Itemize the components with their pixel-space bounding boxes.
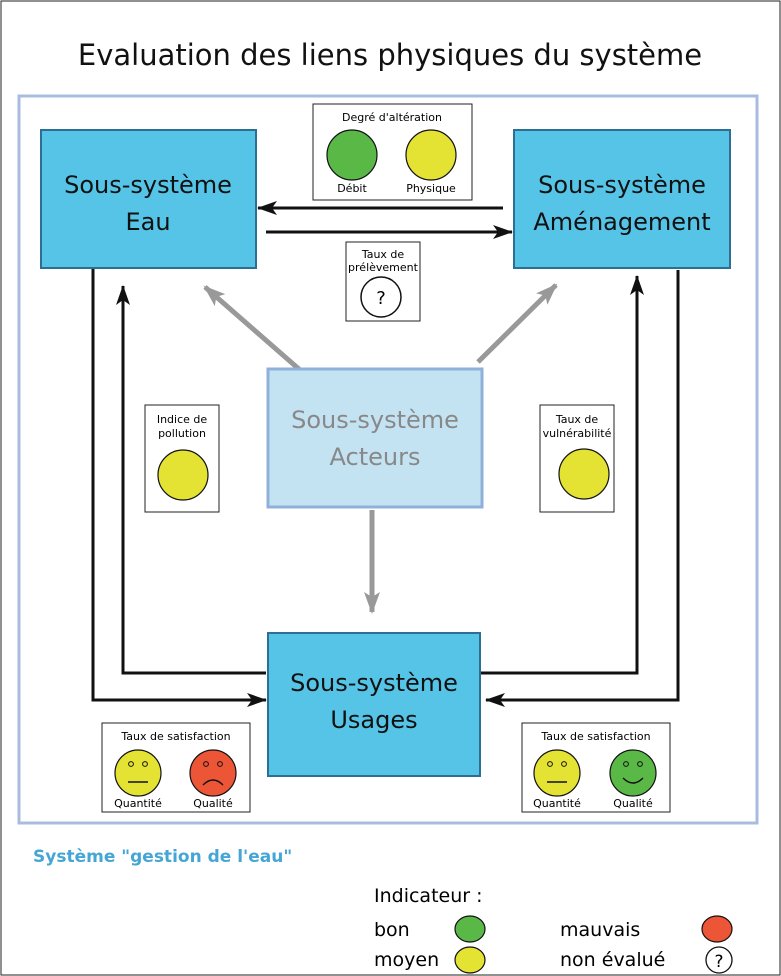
satisfaction-right-title: Taux de satisfaction xyxy=(540,730,650,743)
satisfaction-right-qualite-label: Qualité xyxy=(613,797,653,810)
vulnerabilite-line2: vulnérabilité xyxy=(543,427,612,440)
subsystem-acteurs-line1: Sous-système xyxy=(291,406,459,434)
legend-mauvais-swatch xyxy=(701,915,733,943)
subsystem-acteurs: Sous-système Acteurs xyxy=(266,367,484,509)
pollution-line1: Indice de xyxy=(157,413,208,426)
legend-mauvais-label: mauvais xyxy=(560,919,640,941)
subsystem-usages: Sous-système Usages xyxy=(267,632,481,777)
arrow-amenagement-to-usages xyxy=(485,270,680,707)
satisfaction-left-qualite-sad-face-icon xyxy=(189,749,237,797)
satisfaction-left-qualite-label: Qualité xyxy=(193,797,233,810)
satisfaction-right-quantite-label: Quantité xyxy=(533,797,581,810)
legend-bon-label: bon xyxy=(374,919,410,941)
alteration-debit-indicator xyxy=(326,129,378,181)
alteration-physique-indicator xyxy=(405,129,457,181)
alteration-physique-label: Physique xyxy=(406,182,456,195)
indicator-satisfaction-left: Taux de satisfaction Quantité Qualité xyxy=(101,722,251,813)
legend-moyen-swatch xyxy=(454,946,486,974)
arrow-acteurs-to-eau xyxy=(203,285,302,372)
alteration-debit-label: Débit xyxy=(337,182,367,195)
subsystem-usages-line1: Sous-système xyxy=(290,669,458,697)
vulnerabilite-indicator xyxy=(558,448,610,500)
prelevement-symbol: ? xyxy=(376,288,386,309)
subsystem-usages-line2: Usages xyxy=(330,706,417,734)
indicator-satisfaction-right: Taux de satisfaction Quantité Qualité xyxy=(521,722,671,813)
satisfaction-right-quantite-neutral-face-icon xyxy=(533,749,581,797)
prelevement-indicator xyxy=(360,276,402,318)
arrow-eau-to-usages xyxy=(91,268,267,707)
indicator-prelevement: Taux de prélèvement ? xyxy=(345,241,421,322)
legend-non-evalue-label: non évalué xyxy=(560,949,665,971)
subsystem-acteurs-line2: Acteurs xyxy=(330,443,421,471)
subsystem-amenagement-line2: Aménagement xyxy=(533,208,710,236)
satisfaction-left-quantite-neutral-face-icon xyxy=(114,749,162,797)
arrow-usages-to-amenagement xyxy=(478,275,644,675)
indicator-alteration: Degré d'altération Débit Physique xyxy=(312,103,473,201)
legend: Indicateur : bon mauvais moyen non évalu… xyxy=(374,885,733,974)
subsystem-eau: Sous-système Eau xyxy=(40,129,257,269)
subsystem-eau-line1: Sous-système xyxy=(64,171,232,199)
subsystem-amenagement: Sous-système Aménagement xyxy=(513,129,731,269)
pollution-indicator xyxy=(157,449,209,501)
prelevement-line1: Taux de xyxy=(361,248,405,261)
subsystem-amenagement-line1: Sous-système xyxy=(538,171,706,199)
system-boundary xyxy=(17,94,759,825)
satisfaction-left-quantite-label: Quantité xyxy=(114,797,162,810)
legend-title: Indicateur : xyxy=(374,885,483,907)
legend-moyen-label: moyen xyxy=(374,949,439,971)
legend-bon-swatch xyxy=(454,915,486,943)
indicator-pollution: Indice de pollution xyxy=(144,404,220,513)
indicator-vulnerabilite: Taux de vulnérabilité xyxy=(539,404,615,513)
vulnerabilite-line1: Taux de xyxy=(555,413,599,426)
legend-non-evalue-symbol: ? xyxy=(714,952,723,972)
diagram-title: Evaluation des liens physiques du systèm… xyxy=(78,38,702,72)
arrow-usages-to-eau xyxy=(116,285,266,675)
arrow-acteurs-to-amenagement xyxy=(476,283,558,364)
prelevement-line2: prélèvement xyxy=(348,261,419,274)
legend-non-evalue-swatch xyxy=(705,946,733,974)
alteration-title: Degré d'altération xyxy=(342,111,442,124)
subsystem-eau-line2: Eau xyxy=(125,208,170,236)
satisfaction-left-title: Taux de satisfaction xyxy=(120,730,230,743)
system-label: Système "gestion de l'eau" xyxy=(33,847,292,867)
pollution-line2: pollution xyxy=(158,427,206,440)
satisfaction-right-qualite-happy-face-icon xyxy=(609,749,657,797)
